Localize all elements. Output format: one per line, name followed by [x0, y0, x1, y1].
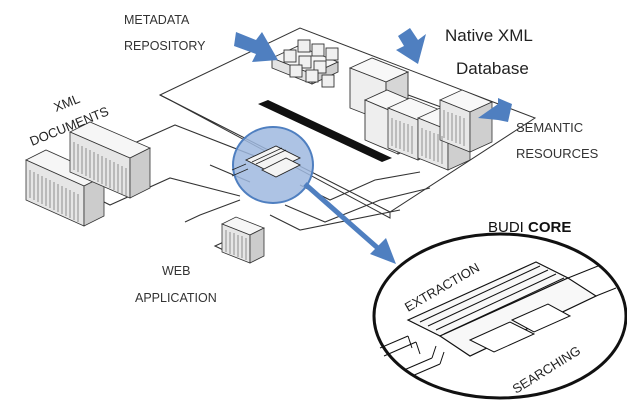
metadata-repository-label-line2: REPOSITORY: [124, 39, 206, 53]
budi-core-title: BUDI CORE: [488, 219, 571, 236]
semantic-resources-label-line2: RESOURCES: [516, 146, 599, 161]
semantic-callout-arrow-icon: [478, 98, 512, 122]
magnifier-lens: [231, 126, 314, 204]
native-xml-callout-arrow-icon: [396, 28, 426, 64]
semantic-resources-racks: [386, 89, 494, 171]
web-application-server: [221, 216, 265, 264]
xml-documents-racks: [25, 121, 151, 227]
budi-core-title-part2: CORE: [528, 219, 571, 236]
web-application-label-line2: APPLICATION: [135, 291, 217, 305]
native-xml-label-line1: Native XML: [445, 26, 533, 45]
semantic-resources-label-line1: SEMANTIC: [516, 120, 583, 135]
xml-documents-label-line1: XML: [52, 91, 82, 115]
native-xml-label-line2: Database: [456, 59, 529, 78]
metadata-callout-arrow-icon: [234, 32, 278, 62]
zoom-arrow: [303, 182, 396, 264]
web-application-label-line1: WEB: [162, 264, 190, 278]
metadata-repository-label-line1: METADATA: [124, 13, 190, 27]
budi-core-title-part1: BUDI: [488, 219, 528, 236]
metadata-repository-cubes: [270, 39, 340, 88]
backbone-bus: [258, 100, 392, 162]
budi-core-zoom: [372, 232, 627, 400]
